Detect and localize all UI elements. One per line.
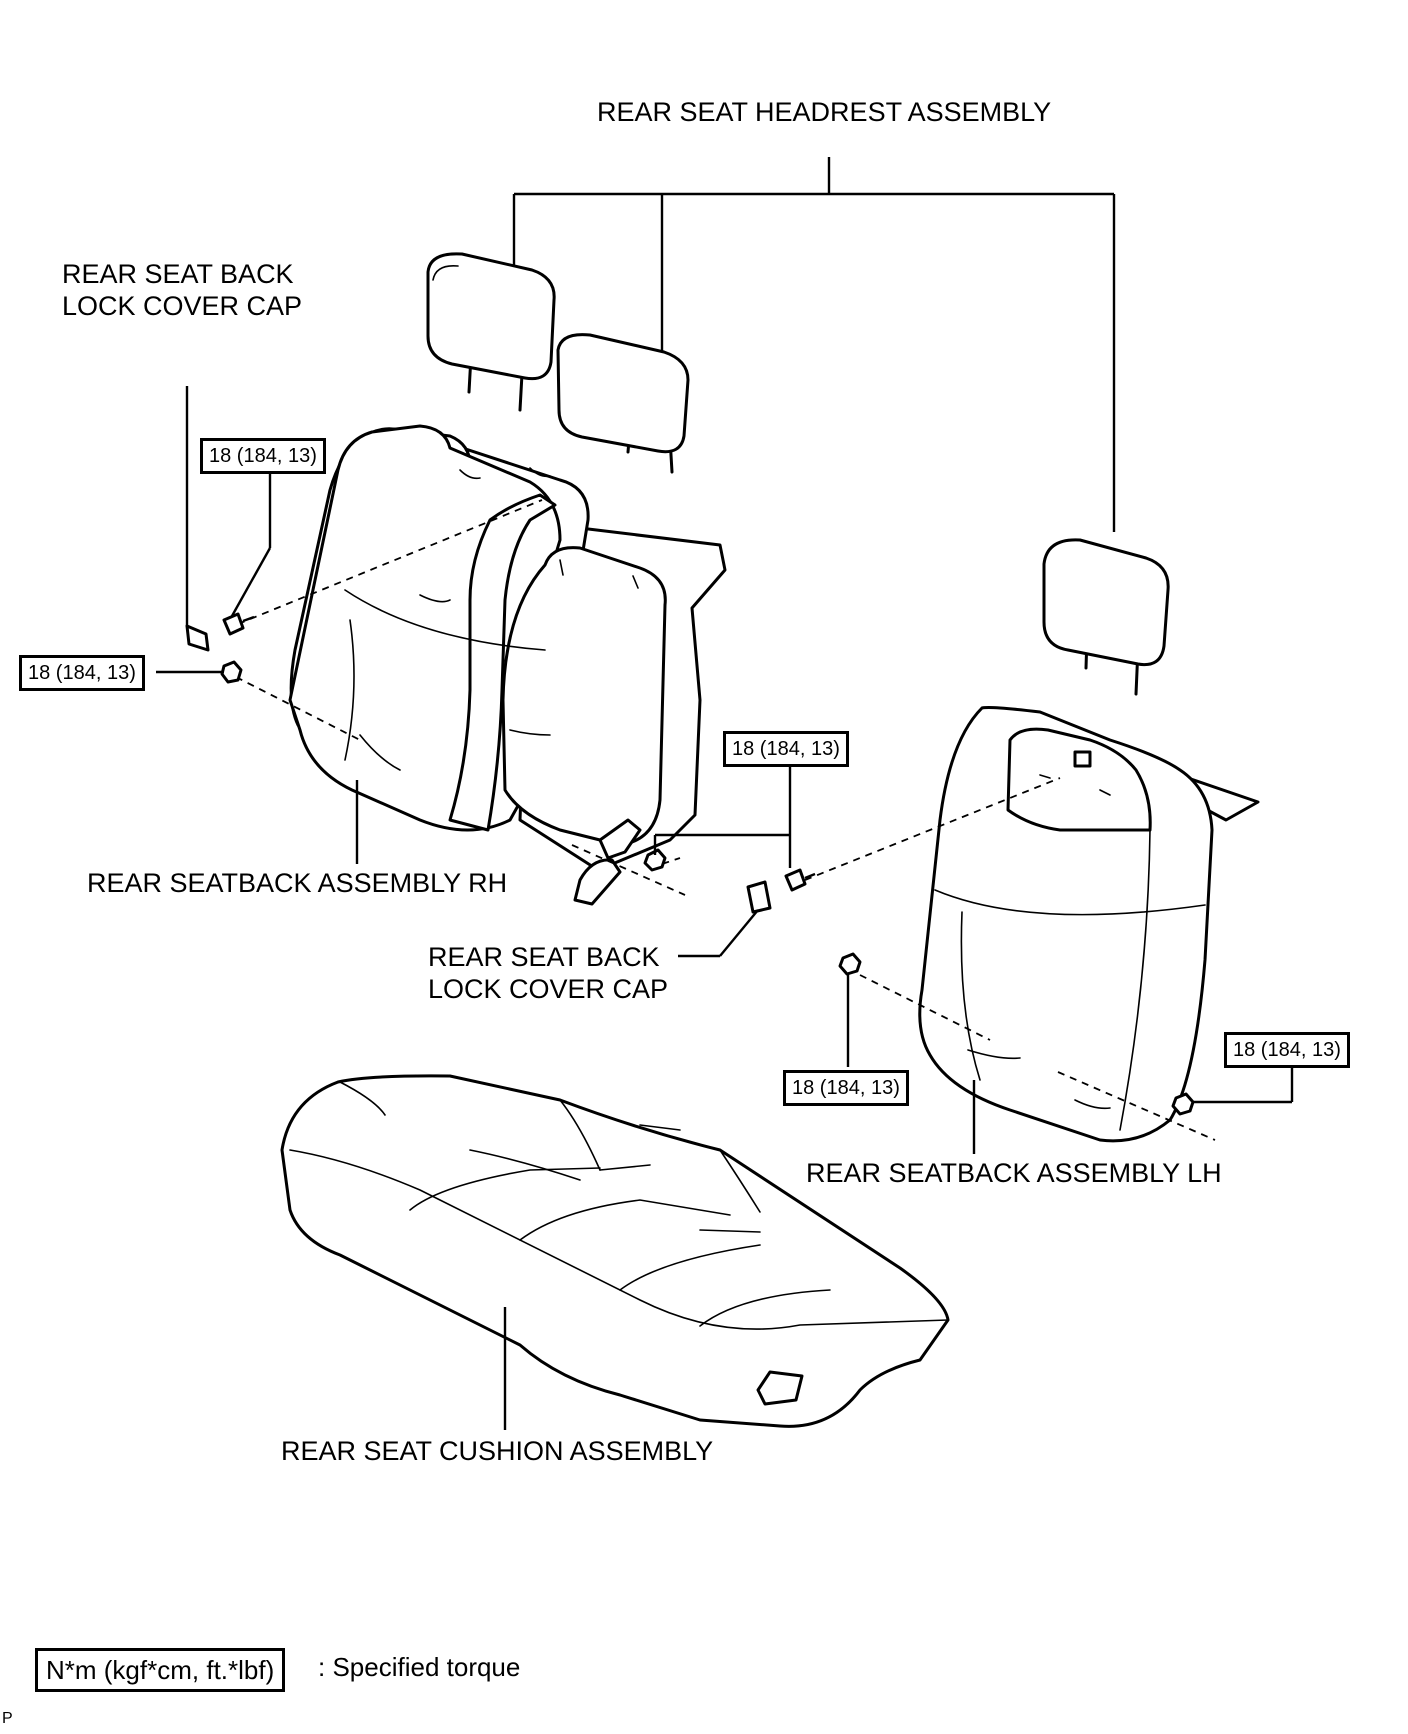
lock-cover-cap-label-center: REAR SEAT BACK LOCK COVER CAP <box>428 941 668 1005</box>
corner-mark: P <box>2 1710 13 1727</box>
headrest-assembly-label: REAR SEAT HEADREST ASSEMBLY <box>597 97 1052 127</box>
seatback-lh <box>918 706 1260 1143</box>
rh-bolts <box>185 612 667 872</box>
torque-box-lh-lower: 18 (184, 13) <box>783 1070 909 1106</box>
seatback-lh-label: REAR SEATBACK ASSEMBLY LH <box>806 1158 1222 1188</box>
headrest-center <box>556 333 690 474</box>
headrest-leader-lines <box>512 157 1116 532</box>
torque-leader-lines <box>156 471 1294 1104</box>
torque-box-rh-upper: 18 (184, 13) <box>200 438 326 474</box>
lock-cover-cap-label-center-line1: REAR SEAT BACK <box>428 942 660 972</box>
lock-cover-cap-center <box>746 880 772 914</box>
seat-cushion <box>280 1074 950 1428</box>
seatback-rh-label: REAR SEATBACK ASSEMBLY RH <box>87 868 508 898</box>
lh-bolts <box>784 868 1195 1116</box>
torque-box-lh-right: 18 (184, 13) <box>1224 1032 1350 1068</box>
lock-cap-center-leader <box>678 909 759 958</box>
torque-legend-box: N*m (kgf*cm, ft.*lbf) <box>35 1648 286 1692</box>
lock-cover-cap-label-left-line1: REAR SEAT BACK <box>62 259 294 289</box>
lock-cover-cap-label-center-line2: LOCK COVER CAP <box>428 974 669 1004</box>
lock-cover-cap-label-left-line2: LOCK COVER CAP <box>62 291 303 321</box>
torque-box-rh-lower: 18 (184, 13) <box>19 655 145 691</box>
headrest-left <box>426 252 556 412</box>
seatback-rh <box>288 424 727 906</box>
lh-fastener-paths <box>804 777 1216 1141</box>
torque-box-center: 18 (184, 13) <box>723 731 849 767</box>
headrest-right <box>1042 538 1170 696</box>
lock-cover-cap-label-left: REAR SEAT BACK LOCK COVER CAP <box>62 258 302 322</box>
torque-legend-text: : Specified torque <box>318 1652 521 1682</box>
cushion-assembly-label: REAR SEAT CUSHION ASSEMBLY <box>281 1436 714 1466</box>
